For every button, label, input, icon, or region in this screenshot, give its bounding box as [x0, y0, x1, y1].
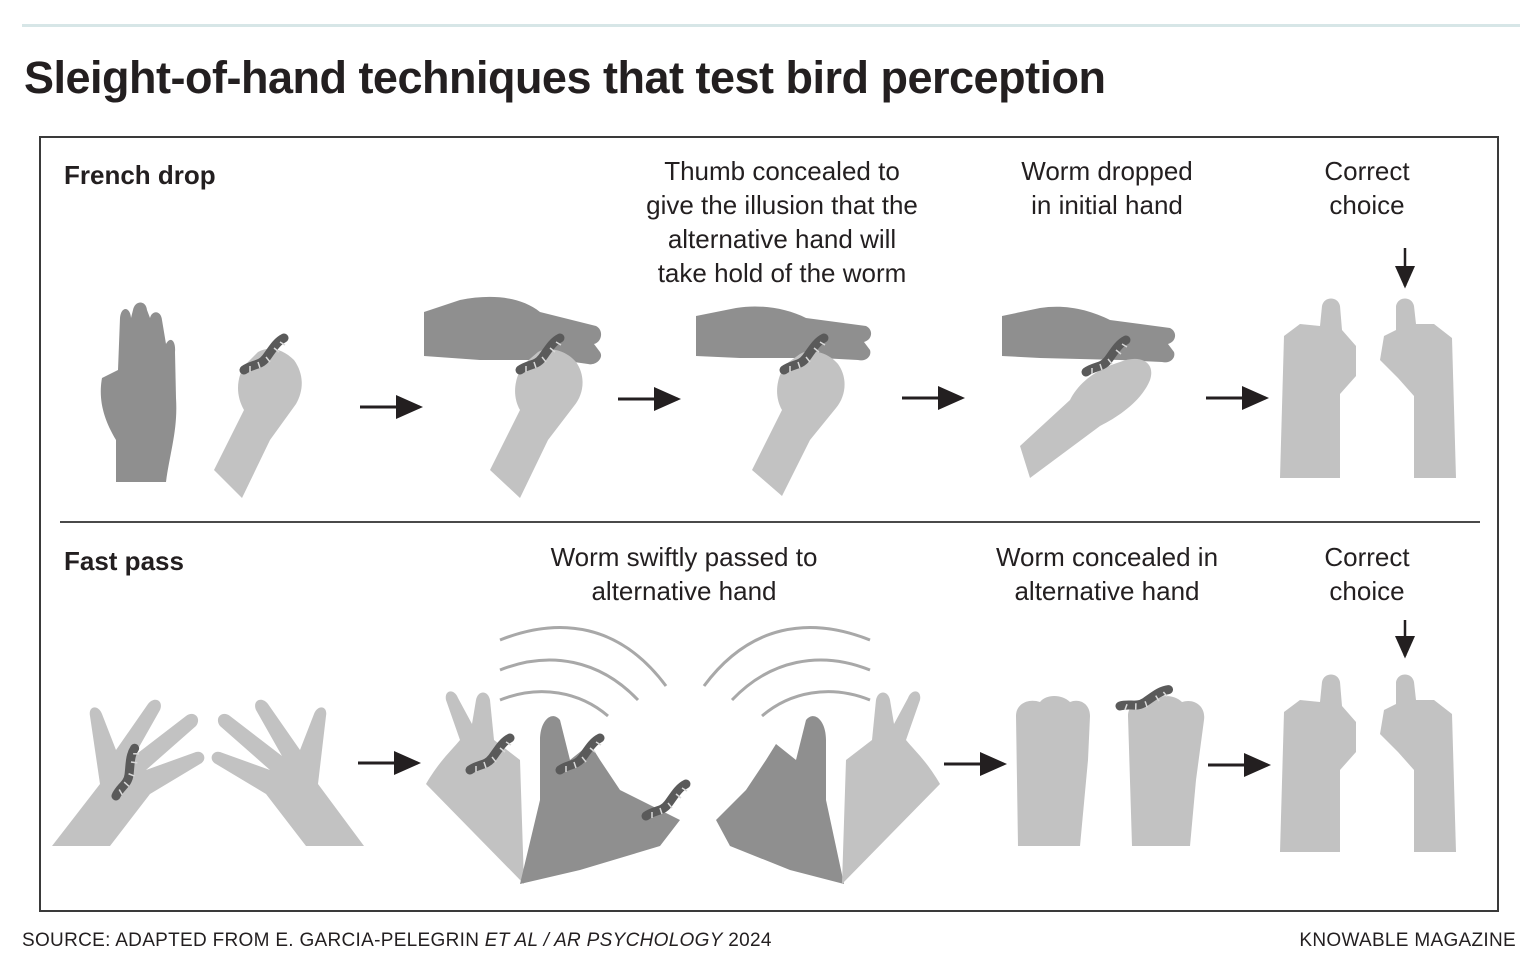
top-rule	[22, 24, 1520, 27]
hand-icon	[214, 348, 302, 498]
hand-icon	[1016, 696, 1205, 846]
hand-icon	[1280, 298, 1456, 478]
row-label-fast-pass: Fast pass	[64, 546, 184, 576]
row-divider	[60, 521, 1480, 523]
row-label-french-drop: French drop	[64, 160, 216, 190]
publisher-credit: KNOWABLE MAGAZINE	[1299, 930, 1516, 951]
hand-icon	[426, 691, 940, 884]
diagram-panel	[39, 136, 1499, 912]
hand-icon	[100, 302, 177, 482]
hand-icon	[1280, 674, 1456, 852]
figure-title: Sleight-of-hand techniques that test bir…	[24, 52, 1106, 103]
hand-icon	[1002, 306, 1176, 478]
worm-icon	[646, 784, 687, 818]
hand-icon	[696, 306, 872, 496]
caption-worm-dropped: Worm dropped in initial hand	[1021, 156, 1193, 220]
source-credit: SOURCE: ADAPTED FROM E. GARCIA-PELEGRIN …	[22, 930, 772, 951]
caption-worm-concealed: Worm concealed in alternative hand	[995, 542, 1219, 606]
hand-icon	[52, 699, 364, 846]
caption-worm-swiftly-passed: Worm swiftly passed to alternative hand	[550, 542, 818, 606]
caption-correct-choice-2: Correct choice	[1324, 542, 1410, 606]
caption-correct-choice-1: Correct choice	[1324, 156, 1410, 220]
hand-icon	[424, 296, 602, 498]
caption-thumb-concealed: Thumb concealed to give the illusion tha…	[646, 156, 918, 288]
motion-arc-icon	[499, 625, 871, 718]
